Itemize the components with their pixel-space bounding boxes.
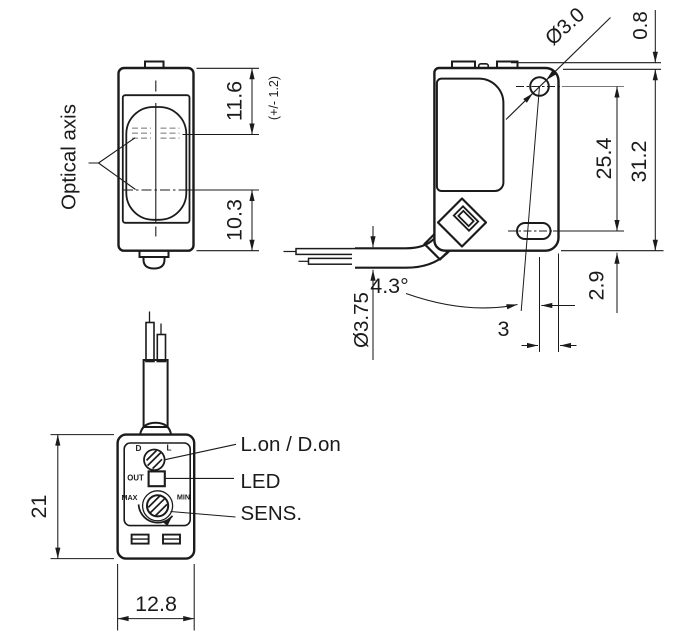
led-indicator xyxy=(147,470,166,488)
side-wire-upper xyxy=(295,247,356,256)
rear-wire-left xyxy=(145,321,155,363)
sens-pot-inner xyxy=(146,494,170,518)
rear-view: D L OUT MAX MIN L.on / D.on LED SENS. 21… xyxy=(27,311,341,631)
rear-cable-gland-dome xyxy=(139,421,173,436)
dim-angle: 4.3° xyxy=(370,274,409,298)
optical-axis-leader xyxy=(88,137,136,190)
hole-dia-leader-lower xyxy=(505,92,534,120)
front-view: Optical axis 11.6 (+/- 1.2) 10.3 xyxy=(58,60,281,270)
cable-gland-window-inner xyxy=(457,209,475,228)
rear-body-outline xyxy=(116,433,196,560)
dim-11-6: 11.6 xyxy=(223,81,247,121)
mode-callout-label: L.on / D.on xyxy=(241,433,341,456)
mode-callout-leader xyxy=(164,443,237,461)
rear-panel xyxy=(123,442,191,527)
panel-label-d: D xyxy=(136,444,142,453)
front-lens-frame xyxy=(121,94,191,224)
panel-label-l: L xyxy=(166,444,171,453)
tilt-axis-line xyxy=(520,86,540,312)
front-knob-dome xyxy=(142,256,166,270)
hole-dia-leader-mid xyxy=(532,79,547,94)
dim-2-9: 2.9 xyxy=(585,271,609,301)
panel-label-max: MAX xyxy=(122,493,138,502)
emitter-axis-dashes xyxy=(132,127,180,139)
dim-21: 21 xyxy=(27,495,51,519)
mode-selector-slot xyxy=(145,449,163,470)
sens-pot-outer xyxy=(141,490,174,522)
dim-31-2: 31.2 xyxy=(627,141,651,183)
rear-extension-lines xyxy=(50,434,195,631)
dim-edge-offset: 3 xyxy=(498,317,510,341)
optical-axis-label: Optical axis xyxy=(58,104,81,210)
dim-cable-diameter: Ø3.75 xyxy=(350,292,373,348)
rear-cable xyxy=(142,359,169,428)
dim-hole-diameter: Ø3.0 xyxy=(541,3,589,50)
cable-gland-window xyxy=(452,205,480,232)
panel-label-min: MIN xyxy=(177,493,190,502)
side-extension-lines xyxy=(511,62,664,252)
mode-selector-screw xyxy=(143,448,166,472)
rear-wire-right xyxy=(156,333,167,363)
sens-callout-leader xyxy=(170,510,236,518)
side-body-outline xyxy=(433,66,560,252)
sens-adjust-arc-arrow xyxy=(137,504,174,526)
side-wire-lower xyxy=(307,257,357,265)
dim-10-3: 10.3 xyxy=(223,199,247,241)
front-extension-lines xyxy=(182,67,259,252)
dim-12-8: 12.8 xyxy=(135,592,177,616)
panel-label-out: OUT xyxy=(127,474,144,483)
hole-dia-leader-upper xyxy=(545,17,611,81)
side-lens-window xyxy=(435,77,505,192)
led-callout-label: LED xyxy=(241,470,281,493)
sens-callout-label: SENS. xyxy=(241,502,303,525)
dim-0-8: 0.8 xyxy=(629,11,652,40)
sens-pot-slot xyxy=(147,494,168,518)
dim-11-6-tolerance: (+/- 1.2) xyxy=(267,76,281,120)
side-view: 0.8 25.4 31.2 2.9 Ø3.0 4.3° 3 Ø3.75 xyxy=(283,3,664,360)
angle-arc xyxy=(405,292,518,310)
dim-25-4: 25.4 xyxy=(592,138,616,180)
cable-gland xyxy=(436,197,488,248)
